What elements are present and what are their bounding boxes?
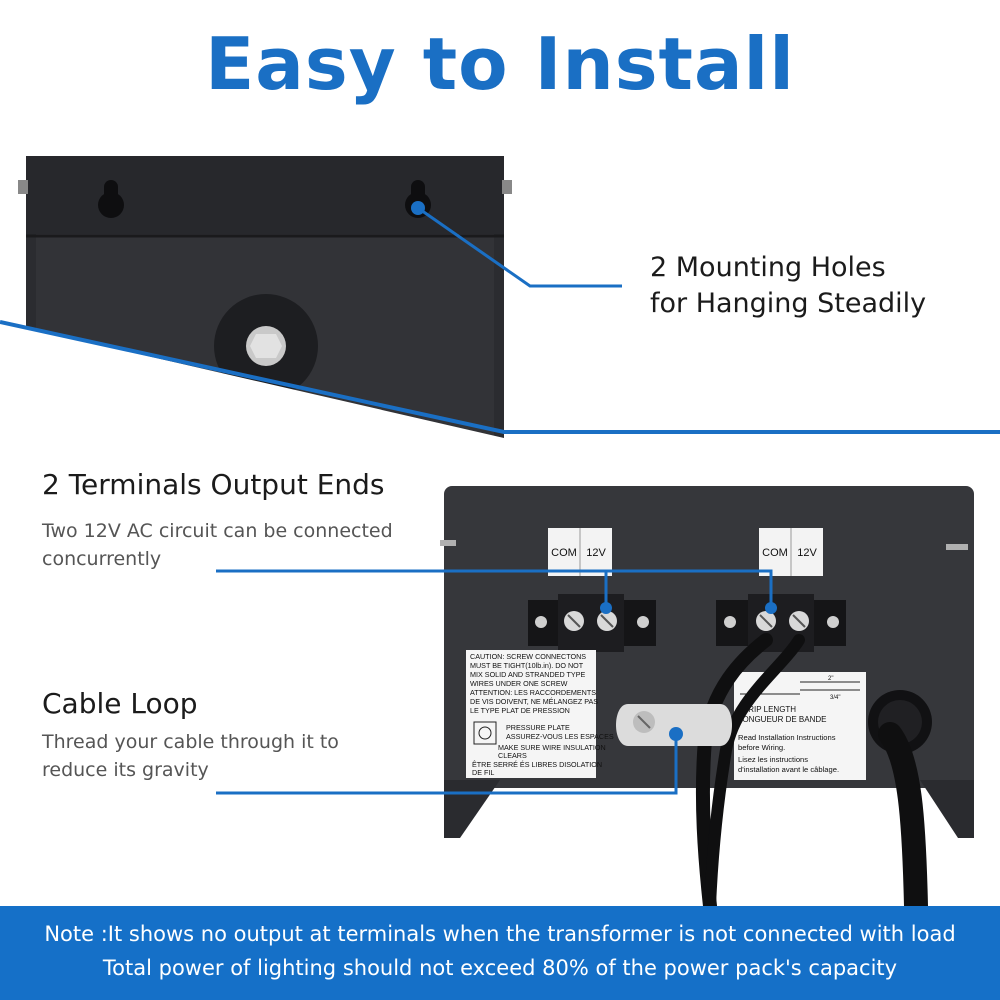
caution-line: ATTENTION: LES RACCORDEMENTS [470, 688, 596, 697]
note-bar: Note :It shows no output at terminals wh… [0, 906, 1000, 1000]
strip-line: before Wiring. [738, 743, 785, 752]
terminal-label-left: COM 12V [548, 528, 612, 576]
com-label-left: COM [551, 547, 577, 559]
strip-line: d'installation avant le câblage. [738, 765, 839, 774]
side-screw-right [502, 180, 512, 194]
caution-line: MIX SOLID AND STRANDED TYPE [470, 670, 585, 679]
v12-label-right: 12V [797, 547, 817, 559]
terminals-callout-line [216, 569, 777, 614]
terminal-block-right [716, 594, 846, 652]
pressure-line: CLEARS [498, 751, 527, 760]
caution-line: WIRES UNDER ONE SCREW [470, 679, 568, 688]
terminal-block-left [528, 594, 656, 652]
side-screw-left [18, 180, 28, 194]
strip-dim: 2" [828, 676, 833, 682]
pressure-line: ASSUREZ-VOUS LES ESPACES [506, 732, 614, 741]
divider-line [0, 320, 1000, 434]
mounting-callout-line [411, 201, 622, 288]
caution-line: MUST BE TIGHT(10lb.in). DO NOT [470, 661, 584, 670]
cable-loop-desc-line2: reduce its gravity [42, 759, 209, 781]
cable-loop-clamp [616, 704, 732, 746]
mounting-holes-title-line2: for Hanging Steadily [650, 288, 927, 319]
terminals-desc-line1: Two 12V AC circuit can be connected [42, 520, 393, 542]
strip-line: Read Installation Instructions [738, 733, 836, 742]
cable-loop-title: Cable Loop [42, 687, 198, 720]
pressure-line: PRESSURE PLATE [506, 723, 570, 732]
cable-loop-callout-line [216, 727, 683, 795]
cable-loop-desc-line1: Thread your cable through it to [42, 731, 339, 753]
page-title: Easy to Install [205, 22, 795, 106]
strip-line: Lisez les instructions [738, 755, 808, 764]
caution-label [466, 650, 596, 778]
mounting-holes-title-line1: 2 Mounting Holes [650, 252, 886, 283]
pressure-line: MAKE SURE WIRE INSULATION [498, 743, 606, 752]
strip-label [734, 672, 866, 780]
note-line1: Note :It shows no output at terminals wh… [44, 922, 956, 946]
caution-line: LE TYPE PLAT DE PRESSION [470, 706, 570, 715]
mounting-hole-left [98, 180, 124, 218]
strip-line: LONGUEUR DE BANDE [738, 715, 826, 724]
terminals-desc-line2: concurrently [42, 548, 162, 570]
note-line2: Total power of lighting should not excee… [102, 956, 898, 980]
com-label-right: COM [762, 547, 788, 559]
v12-label-left: 12V [586, 547, 606, 559]
pressure-line: DE FIL [472, 768, 494, 777]
pressure-line: ÊTRE SERRÉ ÉS LIBRES DISOLATION [472, 760, 602, 769]
terminal-label-right: COM 12V [759, 528, 823, 576]
caution-line: CAUTION: SCREW CONNECTONS [470, 652, 586, 661]
box-front-view: COM 12V COM 12V [440, 486, 974, 918]
caution-line: DE VIS DOIVENT, NE MÉLANGEZ PAS [470, 697, 598, 706]
strip-dim: 3/4" [830, 695, 840, 701]
box-back-bracket [26, 156, 504, 236]
terminals-title: 2 Terminals Output Ends [42, 468, 385, 501]
strip-line: STRIP LENGTH [738, 705, 796, 714]
